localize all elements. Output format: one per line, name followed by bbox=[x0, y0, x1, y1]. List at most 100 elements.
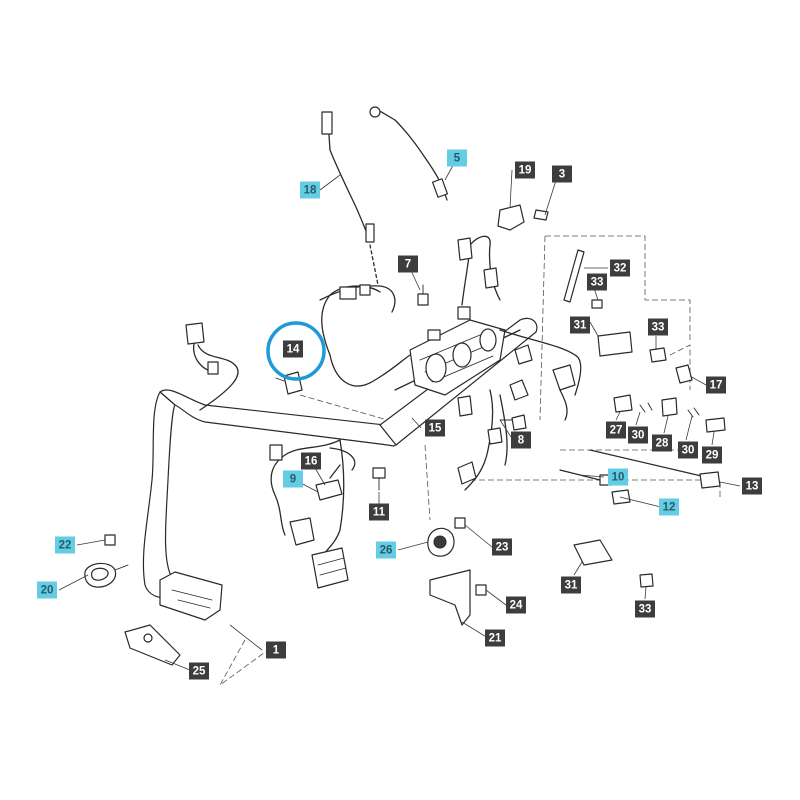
callout-label: 32 bbox=[614, 263, 627, 275]
callout-25: 25 bbox=[189, 662, 209, 680]
highlight-ring bbox=[266, 321, 326, 381]
callout-label: 14 bbox=[287, 344, 300, 356]
callout-box bbox=[283, 340, 303, 358]
connector-19 bbox=[497, 204, 549, 231]
callout-label: 29 bbox=[706, 450, 719, 462]
callout-label: 17 bbox=[710, 380, 723, 392]
callout-box bbox=[659, 498, 679, 516]
callout-27: 27 bbox=[606, 421, 626, 439]
callout-box bbox=[369, 503, 389, 521]
callout-label: 10 bbox=[612, 472, 625, 484]
callout-box bbox=[702, 446, 722, 464]
callout-19: 19 bbox=[515, 161, 535, 179]
callout-box bbox=[506, 596, 526, 614]
callout-label: 23 bbox=[496, 542, 509, 554]
callout-label: 33 bbox=[652, 322, 665, 334]
callout-box bbox=[561, 576, 581, 594]
callout-box bbox=[398, 255, 418, 273]
callout-box bbox=[266, 641, 286, 659]
callout-9: 9 bbox=[283, 470, 303, 488]
callout-30: 30 bbox=[628, 426, 648, 444]
callout-box bbox=[485, 629, 505, 647]
callout-box bbox=[492, 538, 512, 556]
callout-5: 5 bbox=[447, 149, 467, 167]
callout-label: 27 bbox=[610, 425, 623, 437]
callout-box bbox=[608, 468, 628, 486]
clamp-20 bbox=[84, 562, 129, 588]
callout-label: 26 bbox=[380, 545, 393, 557]
callout-label: 16 bbox=[305, 456, 318, 468]
right-hand-parts bbox=[559, 249, 726, 566]
callout-33: 33 bbox=[648, 318, 668, 336]
callout-label: 33 bbox=[639, 604, 652, 616]
callout-label: 24 bbox=[510, 600, 523, 612]
callout-22: 22 bbox=[55, 536, 75, 554]
sensor-cables bbox=[321, 106, 449, 286]
callout-label: 15 bbox=[429, 423, 442, 435]
callout-33: 33 bbox=[635, 600, 655, 618]
callout-label: 7 bbox=[405, 259, 411, 271]
callout-box bbox=[511, 431, 531, 449]
callout-box bbox=[55, 536, 75, 554]
callout-3: 3 bbox=[552, 165, 572, 183]
main-harness bbox=[142, 235, 582, 598]
callout-box bbox=[706, 376, 726, 394]
callout-label: 18 bbox=[304, 185, 317, 197]
callout-label: 20 bbox=[41, 585, 54, 597]
callout-8: 8 bbox=[511, 431, 531, 449]
callout-box bbox=[447, 149, 467, 167]
callout-label: 12 bbox=[663, 502, 676, 514]
callout-box bbox=[648, 318, 668, 336]
callout-32: 32 bbox=[610, 259, 630, 277]
callout-box bbox=[628, 426, 648, 444]
callout-box bbox=[635, 600, 655, 618]
callout-30: 30 bbox=[678, 441, 698, 459]
callout-box bbox=[678, 441, 698, 459]
callout-box bbox=[376, 541, 396, 559]
callout-28: 28 bbox=[652, 434, 672, 452]
callout-box bbox=[652, 434, 672, 452]
callout-box bbox=[189, 662, 209, 680]
callout-box bbox=[283, 470, 303, 488]
callout-29: 29 bbox=[702, 446, 722, 464]
callout-31: 31 bbox=[570, 316, 590, 334]
part-26-gear-and-21-bracket bbox=[427, 527, 471, 626]
callout-15: 15 bbox=[425, 419, 445, 437]
callout-box bbox=[606, 421, 626, 439]
callout-7: 7 bbox=[398, 255, 418, 273]
callout-label: 28 bbox=[656, 438, 669, 450]
callout-14: 14 bbox=[283, 340, 303, 358]
callout-label: 9 bbox=[290, 474, 296, 486]
callout-label: 5 bbox=[454, 153, 461, 165]
callout-label: 13 bbox=[746, 481, 759, 493]
callout-26: 26 bbox=[376, 541, 396, 559]
callout-box bbox=[300, 181, 320, 199]
callout-1: 1 bbox=[266, 641, 286, 659]
callout-label: 3 bbox=[559, 169, 565, 181]
callout-box bbox=[587, 273, 607, 291]
callout-20: 20 bbox=[37, 581, 57, 599]
ecu-module bbox=[124, 571, 223, 666]
callout-label: 30 bbox=[632, 430, 645, 442]
callout-label: 30 bbox=[682, 445, 695, 457]
callout-23: 23 bbox=[492, 538, 512, 556]
callout-box bbox=[301, 452, 321, 470]
callout-label: 31 bbox=[574, 320, 587, 332]
callout-31: 31 bbox=[561, 576, 581, 594]
callout-label: 33 bbox=[591, 277, 604, 289]
callout-box bbox=[552, 165, 572, 183]
callout-label: 8 bbox=[518, 435, 525, 447]
callout-18: 18 bbox=[300, 181, 320, 199]
callout-10: 10 bbox=[608, 468, 628, 486]
part-15-clip bbox=[457, 395, 473, 417]
callout-21: 21 bbox=[485, 629, 505, 647]
callout-label: 11 bbox=[373, 507, 386, 519]
callout-box bbox=[610, 259, 630, 277]
assembly-dashed-lines bbox=[219, 235, 721, 686]
callout-label: 31 bbox=[565, 580, 578, 592]
callout-16: 16 bbox=[301, 452, 321, 470]
callout-box bbox=[425, 419, 445, 437]
callout-label: 19 bbox=[519, 165, 532, 177]
